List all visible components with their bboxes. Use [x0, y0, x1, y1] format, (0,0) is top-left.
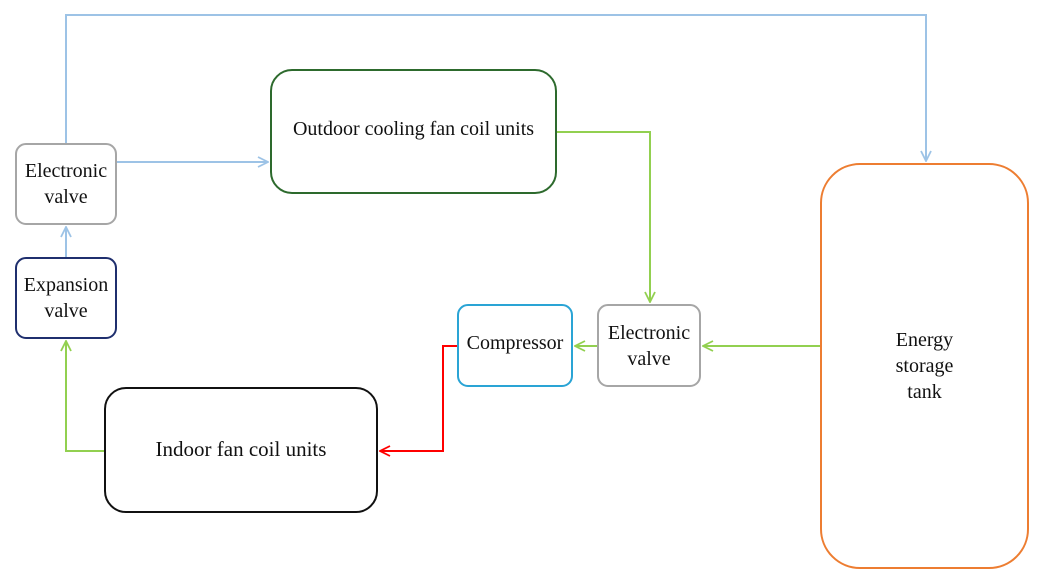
pipe-compressor-to-indoor: [380, 345, 457, 451]
electronic-valve-mid-node: Electronic valve: [597, 304, 701, 387]
outdoor-fan-coil-label: Outdoor cooling fan coil units: [292, 118, 535, 140]
expansion-valve-label: Expansion valve: [23, 274, 109, 322]
expansion-valve-node: Expansion valve: [15, 257, 117, 339]
outdoor-fan-coil-node: Outdoor cooling fan coil units: [270, 69, 557, 194]
indoor-fan-coil-label: Indoor fan coil units: [155, 437, 327, 462]
compressor-label: Compressor: [466, 331, 564, 354]
electronic-valve-left-node: Electronic valve: [15, 143, 117, 225]
pipe-indoor-to-expansion: [66, 341, 104, 452]
energy-storage-tank-node: Energy storage tank: [820, 163, 1029, 569]
electronic-valve-left-label: Electronic valve: [24, 160, 108, 208]
energy-storage-tank-label: Energy storage tank: [895, 329, 954, 403]
pipe-outdoor-to-valve: [557, 131, 650, 302]
pipe-valve-to-tank: [65, 14, 926, 161]
compressor-node: Compressor: [457, 304, 573, 387]
electronic-valve-mid-label: Electronic valve: [607, 321, 691, 370]
indoor-fan-coil-node: Indoor fan coil units: [104, 387, 378, 513]
